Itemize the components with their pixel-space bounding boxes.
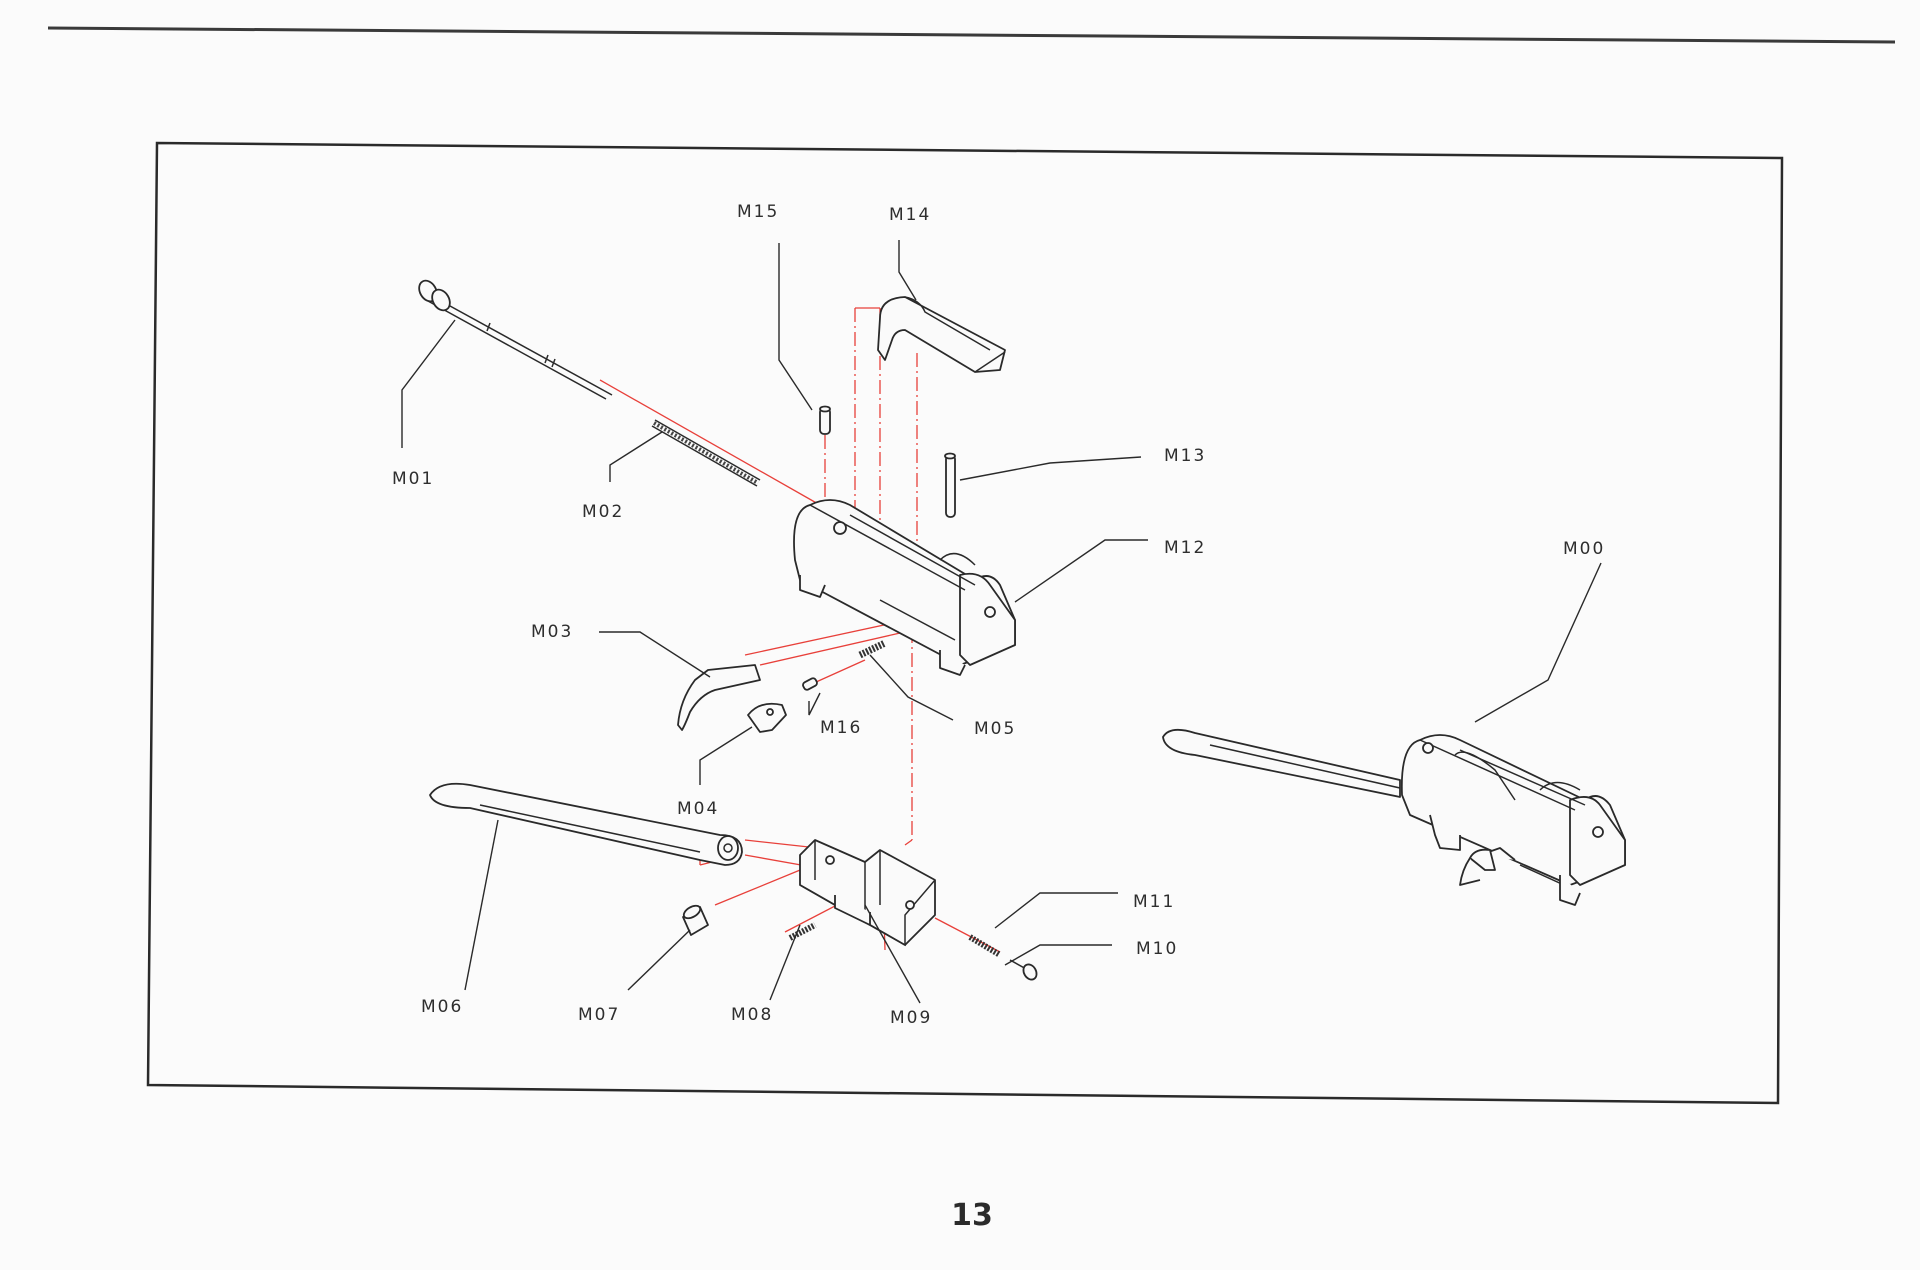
part-m03-lever — [677, 664, 761, 731]
part-m15-pin — [819, 405, 831, 435]
label-m14: M14 — [889, 205, 931, 225]
leader-lines — [401, 240, 1602, 1004]
diagram-frame — [146, 141, 1784, 1105]
part-m12-housing — [793, 499, 1016, 676]
label-m02: M02 — [582, 502, 624, 522]
part-m04-latch — [747, 702, 787, 733]
part-m05-spring — [858, 639, 887, 659]
page-number: 13 — [951, 1198, 993, 1233]
label-m16: M16 — [820, 718, 862, 738]
part-m13-pin — [944, 452, 956, 518]
part-m10-plunger — [1009, 959, 1038, 981]
part-m14-cover — [877, 296, 1006, 373]
label-m15: M15 — [737, 202, 779, 222]
label-m09: M09 — [890, 1008, 932, 1028]
part-m01-rod — [418, 279, 613, 400]
label-m05: M05 — [974, 719, 1016, 739]
header-rule — [47, 26, 1896, 44]
part-m02-spring — [651, 419, 761, 487]
label-m13: M13 — [1164, 446, 1206, 466]
label-m00: M00 — [1563, 539, 1605, 559]
part-m07-bushing — [682, 904, 709, 936]
part-labels: M15 M14 M01 M02 M13 M12 M00 M03 M16 M05 … — [392, 202, 1605, 1028]
part-m09-block — [799, 839, 936, 947]
part-m06-arm — [429, 782, 743, 866]
part-m16-pin — [802, 677, 818, 691]
part-m08-spring — [788, 922, 817, 941]
label-m03: M03 — [531, 622, 573, 642]
label-m08: M08 — [731, 1005, 773, 1025]
label-m07: M07 — [578, 1005, 620, 1025]
label-m01: M01 — [392, 469, 434, 489]
label-m11: M11 — [1133, 892, 1175, 912]
part-m11-spring — [968, 934, 1002, 958]
label-m06: M06 — [421, 997, 463, 1017]
label-m10: M10 — [1136, 939, 1178, 959]
part-m00-assembly — [1162, 728, 1626, 906]
label-m12: M12 — [1164, 538, 1206, 558]
label-m04: M04 — [677, 799, 719, 819]
